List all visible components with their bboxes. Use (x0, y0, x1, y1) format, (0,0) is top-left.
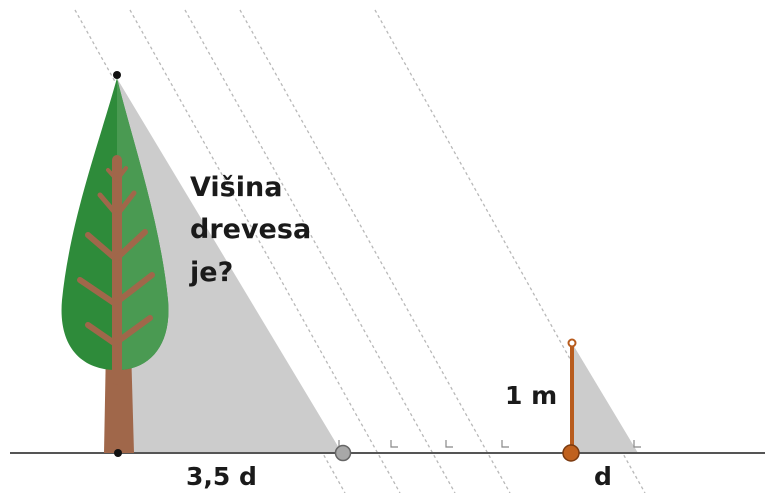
stick-shadow-length-label: d (594, 462, 612, 491)
ground-tick (501, 440, 509, 448)
question-line-2: drevesa (190, 214, 311, 245)
ground-tick (445, 440, 453, 448)
sun-ray (239, 9, 511, 493)
ground-tick (390, 440, 398, 448)
tree-shadow-length-label: 3,5 d (186, 462, 257, 491)
tree-branches (77, 155, 155, 385)
tree-shadow-end-marker (334, 444, 352, 462)
stick-height-label: 1 m (505, 381, 557, 410)
stick-shadow-triangle (572, 343, 638, 453)
question-line-1: Višina (190, 172, 282, 203)
tree-top-point (113, 71, 121, 79)
tree-icon (61, 78, 169, 453)
tree-foliage-highlight (117, 78, 169, 370)
tree-base-point (114, 449, 122, 457)
stick-base-point (562, 444, 580, 462)
question-line-3: je? (189, 257, 233, 288)
sun-ray (184, 9, 456, 493)
sun-ray (374, 9, 646, 493)
stick-top-point (567, 338, 577, 348)
sun-ray (129, 9, 401, 493)
tree-shadow-triangle (118, 80, 342, 453)
ground-tick (633, 440, 641, 448)
